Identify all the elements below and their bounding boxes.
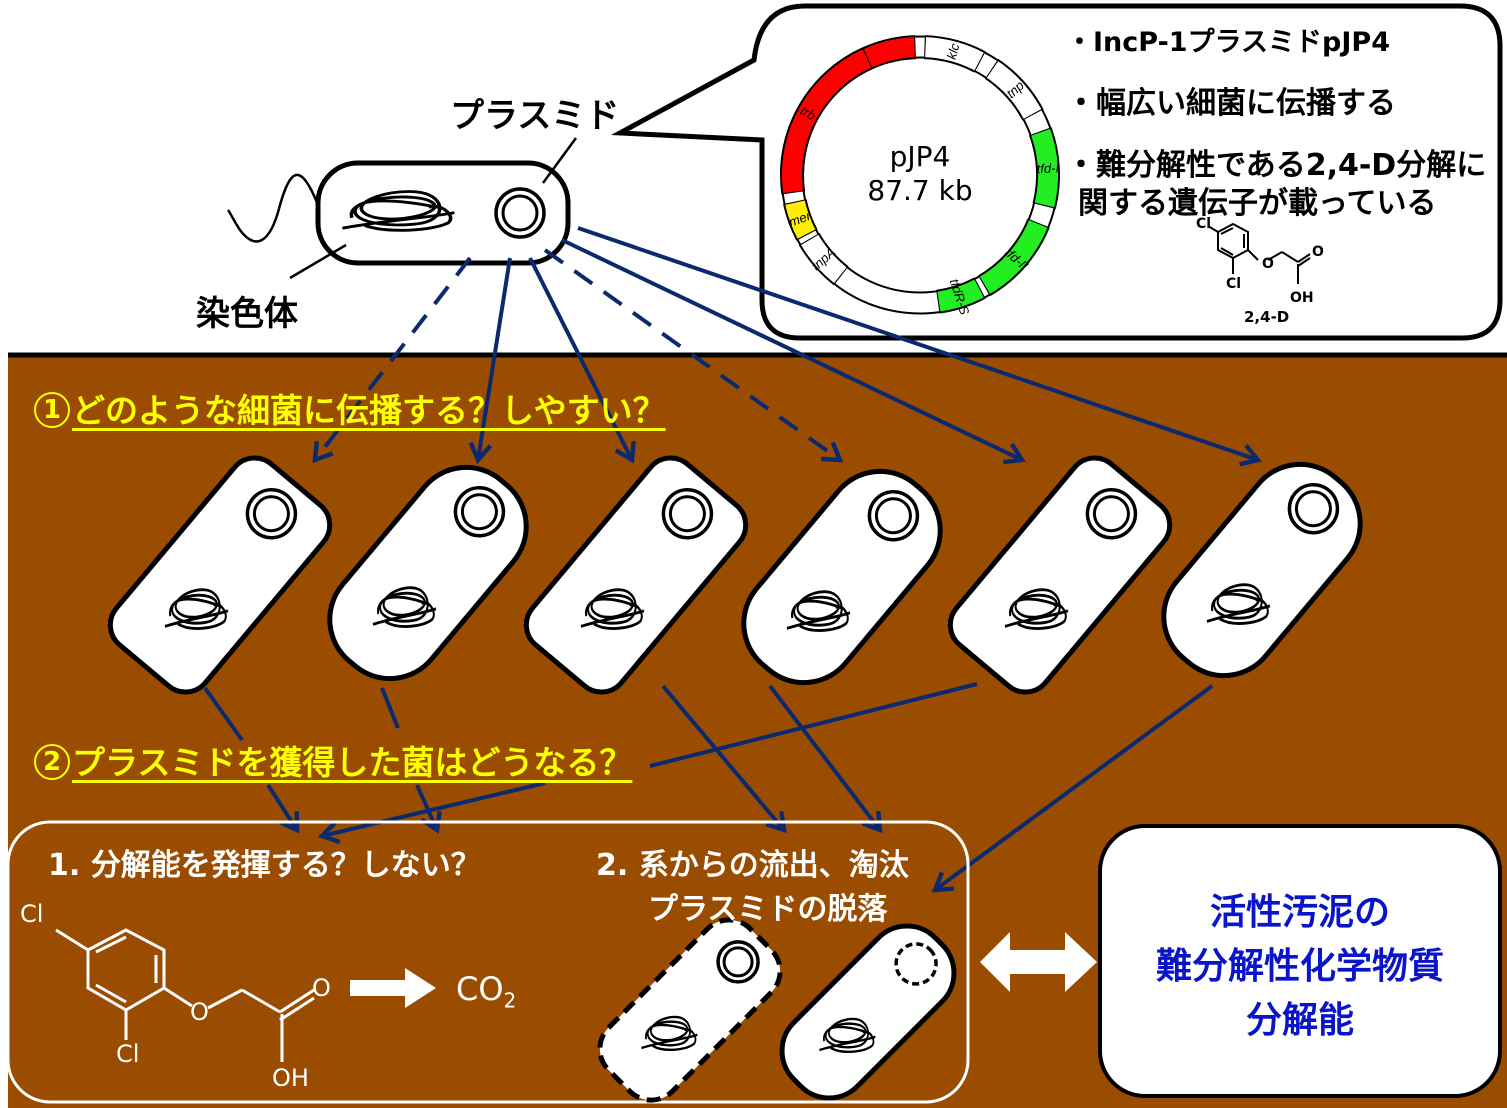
- gene-segment-tnpA: [801, 234, 847, 283]
- lost-plasmid-icon: [894, 942, 938, 986]
- outcome-arrow: [317, 781, 546, 845]
- outcome-2-title-line2: プラスミドの脱落: [648, 892, 888, 927]
- product-co2: CO2: [456, 970, 516, 1012]
- small-2-4-d-structure: [1207, 222, 1311, 284]
- transfer-arrow-dashed: [312, 256, 472, 464]
- result-box: [1098, 824, 1502, 1098]
- gene-segment-tfd-II: [979, 219, 1048, 294]
- transfer-arrow-solid: [528, 257, 636, 464]
- info-bullet-3-cont: 関する遺伝子が載っている: [1078, 186, 1437, 221]
- outcome-arrow: [768, 684, 883, 834]
- result-line-2: 難分解性化学物質: [1155, 946, 1444, 987]
- transfer-arrow-solid: [468, 257, 512, 465]
- recipient-bacterium: [1161, 461, 1363, 679]
- atom-cl-1: Cl: [20, 900, 44, 928]
- conversion-arrow: [350, 968, 436, 1008]
- outflow-bacterium: [597, 917, 783, 1103]
- gene-label: trb: [798, 103, 819, 123]
- small-atom-cl-2: Cl: [1226, 276, 1242, 292]
- small-atom-o-2: O: [1312, 244, 1324, 260]
- plasmid-name: pJP4: [889, 140, 951, 173]
- gene-label: tfd-I: [1036, 160, 1060, 176]
- outcome-arrow: [203, 686, 244, 742]
- transfer-arrow-dashed: [543, 248, 844, 463]
- question-2-text: プラスミドを獲得した菌はどうなる？: [72, 743, 633, 782]
- small-atom-oh: OH: [1290, 290, 1314, 306]
- gene-segment-tfdR-S: [937, 279, 984, 312]
- cell-body: [315, 160, 571, 266]
- product-formula: CO: [456, 970, 504, 1008]
- result-line-3: 分解能: [1245, 1000, 1354, 1041]
- atom-cl-2: Cl: [116, 1040, 140, 1068]
- plasmid-size: 87.7 kb: [867, 174, 973, 207]
- result-text: 活性汚泥の 難分解性化学物質 分解能: [1100, 886, 1500, 1048]
- chromosome-leader-line: [289, 243, 347, 280]
- gene-segment-mer: [785, 200, 816, 239]
- info-bullet-3: ・難分解性である2,4-D分解に: [1066, 148, 1487, 183]
- recipient-bacterium: [107, 455, 333, 695]
- plasmid-label: プラスミド: [450, 96, 620, 136]
- large-2-4-d-structure: [55, 928, 315, 1062]
- outcome-arrow: [649, 682, 978, 768]
- gene-segment-klc: [924, 37, 984, 71]
- gene-segment-trb: [782, 49, 872, 194]
- gene-label: klc: [944, 41, 963, 61]
- plasmid-leader-line: [541, 137, 578, 184]
- double-arrow-icon: [980, 932, 1097, 992]
- molecule-caption: 2,4-D: [1244, 308, 1290, 326]
- outcome-panel: [6, 820, 970, 1104]
- question-1-number: 1: [34, 391, 70, 428]
- plasmid-ring-inner: [501, 194, 539, 232]
- outcome-2-title-line1: 2. 系からの流出、淘汰: [596, 848, 909, 883]
- result-line-1: 活性汚泥の: [1209, 892, 1390, 933]
- info-bullet-2: ・幅広い細菌に伝播する: [1066, 86, 1396, 121]
- plasmid-loss-bacterium: [779, 923, 957, 1101]
- outcome-arrow: [661, 684, 787, 834]
- transfer-arrows: [312, 226, 1262, 467]
- small-atom-cl-1: Cl: [1196, 216, 1212, 232]
- question-1-text: どのような細菌に伝播する？しやすい？: [72, 391, 666, 430]
- atom-o-1: O: [190, 998, 209, 1026]
- gene-label: mer: [787, 208, 814, 230]
- flagellum: [227, 173, 320, 243]
- source-bacterium: [227, 137, 578, 280]
- small-atom-o-1: O: [1262, 256, 1274, 272]
- outcome-arrow: [380, 687, 400, 729]
- gene-segment-tnp: [986, 61, 1042, 119]
- transfer-arrow-solid: [577, 226, 1262, 467]
- recipient-bacterium: [327, 464, 529, 682]
- recipient-bacterium: [947, 455, 1173, 695]
- recipient-bacteria-row: [107, 455, 1363, 695]
- info-bullet-1: ・IncP-1プラスミドpJP4: [1066, 27, 1390, 58]
- outcome-1-title: 1. 分解能を発揮する？しない？: [48, 848, 481, 883]
- chromosome-label: 染色体: [196, 294, 298, 334]
- atom-oh: OH: [272, 1064, 309, 1092]
- atom-o-2: O: [312, 974, 331, 1002]
- gene-segment-tfd-I: [1031, 128, 1058, 208]
- outcome-arrow: [931, 684, 1214, 893]
- transfer-arrow-solid: [561, 238, 1026, 465]
- recipient-bacterium: [523, 455, 749, 695]
- product-subscript: 2: [503, 988, 517, 1013]
- question-2-number: 2: [34, 743, 70, 780]
- recipient-bacterium: [741, 468, 943, 686]
